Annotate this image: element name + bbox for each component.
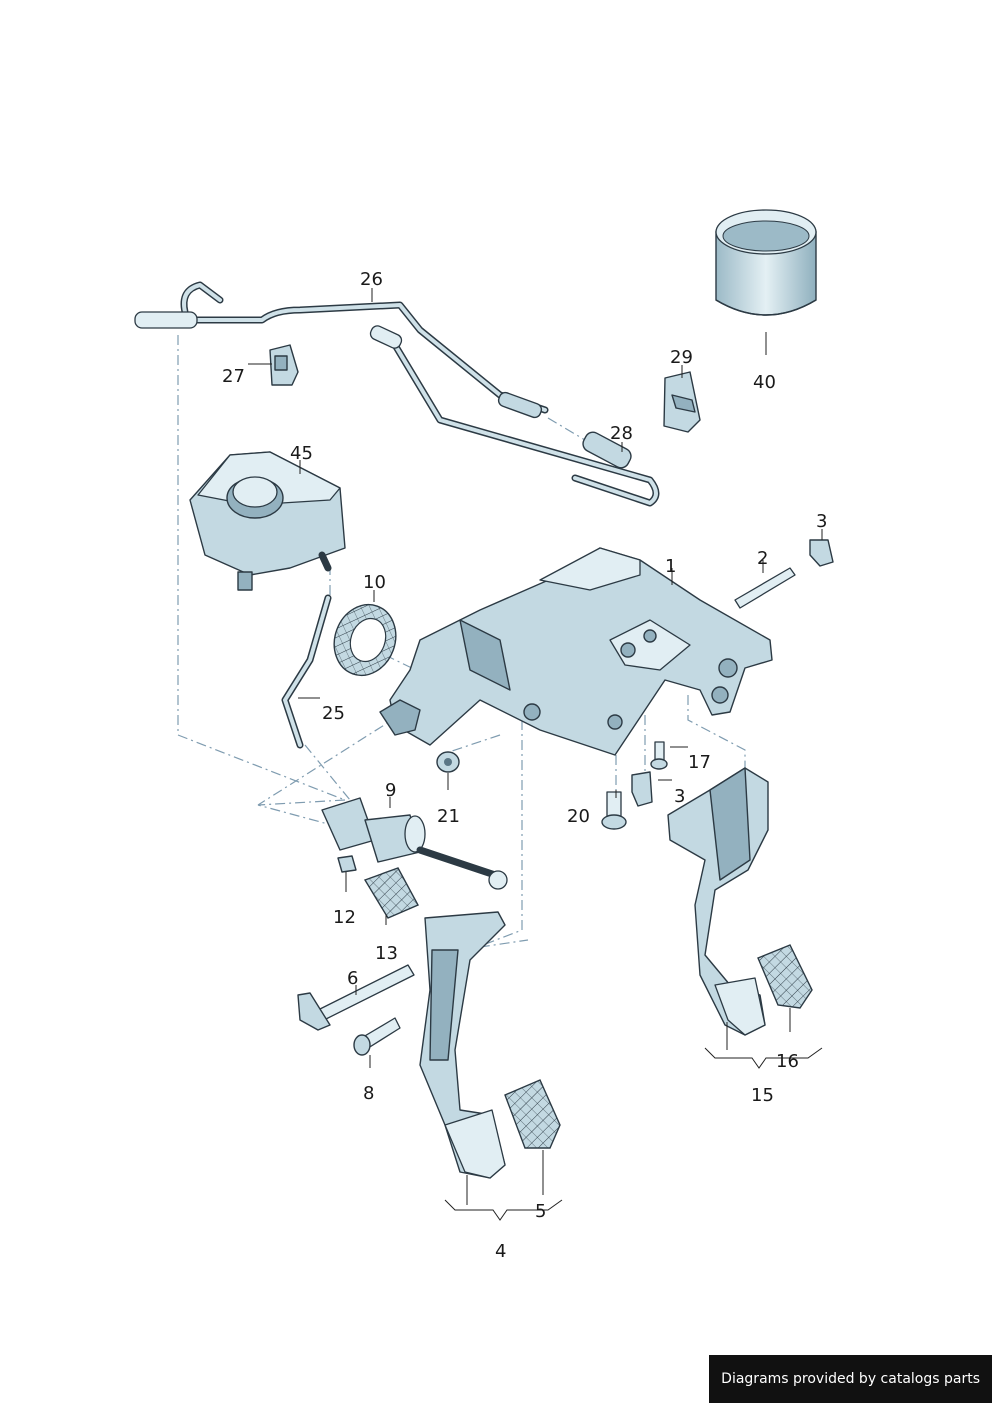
footer-credit: Diagrams provided by catalogs parts (709, 1355, 992, 1403)
part-2-pin (734, 567, 796, 609)
callout-10: 10 (363, 572, 386, 593)
part-26-hydraulic-line (134, 281, 660, 507)
part-40-sleeve (715, 209, 817, 316)
callout-labels: 26 27 29 40 28 45 1 2 3 10 25 17 9 3 21 … (222, 269, 827, 1262)
callout-3-lower: 3 (674, 786, 685, 807)
part-1-pedal-bracket (379, 547, 773, 756)
part-28-hose-connector (582, 431, 632, 469)
callout-25: 25 (322, 703, 345, 724)
callout-9: 9 (385, 780, 396, 801)
part-29-bracket (663, 371, 701, 433)
part-25-hose (281, 594, 332, 749)
callout-13: 13 (375, 943, 398, 964)
part-21-nut (436, 751, 460, 773)
part-45-reservoir (189, 451, 346, 591)
callout-6: 6 (347, 968, 358, 989)
part-13-spring (363, 867, 419, 919)
callout-12: 12 (333, 907, 356, 928)
callout-2: 2 (757, 548, 768, 569)
part-5-pedal-pad (504, 1079, 561, 1149)
part-3-clip-lower (631, 771, 653, 807)
part-15-brake-pedal (667, 767, 769, 1036)
part-9-clutch-master-cylinder (321, 797, 508, 890)
callout-28: 28 (610, 423, 633, 444)
leader-lines (248, 288, 823, 1221)
part-10-seal (333, 603, 397, 677)
callout-4: 4 (495, 1241, 506, 1262)
callout-45: 45 (290, 443, 313, 464)
callout-16: 16 (776, 1051, 799, 1072)
part-4-clutch-pedal (419, 911, 506, 1179)
callout-29: 29 (670, 347, 693, 368)
callout-20: 20 (567, 806, 590, 827)
callout-8: 8 (363, 1083, 374, 1104)
part-16-pedal-pad (757, 944, 813, 1009)
callout-1: 1 (665, 556, 676, 577)
callout-3-upper: 3 (816, 511, 827, 532)
callout-17: 17 (688, 752, 711, 773)
part-12-sensor (337, 855, 357, 873)
callout-21: 21 (437, 806, 460, 827)
callout-5: 5 (535, 1201, 546, 1222)
part-20-bolt (601, 791, 627, 830)
callout-27: 27 (222, 366, 245, 387)
part-8-bushing (353, 1017, 401, 1056)
part-6-pedal-pin (297, 964, 415, 1031)
callout-40: 40 (753, 372, 776, 393)
callout-26: 26 (360, 269, 383, 290)
part-17-bolt (650, 741, 668, 770)
part-27-clip (269, 344, 299, 386)
part-3-clip-upper (809, 539, 834, 567)
callout-15: 15 (751, 1085, 774, 1106)
